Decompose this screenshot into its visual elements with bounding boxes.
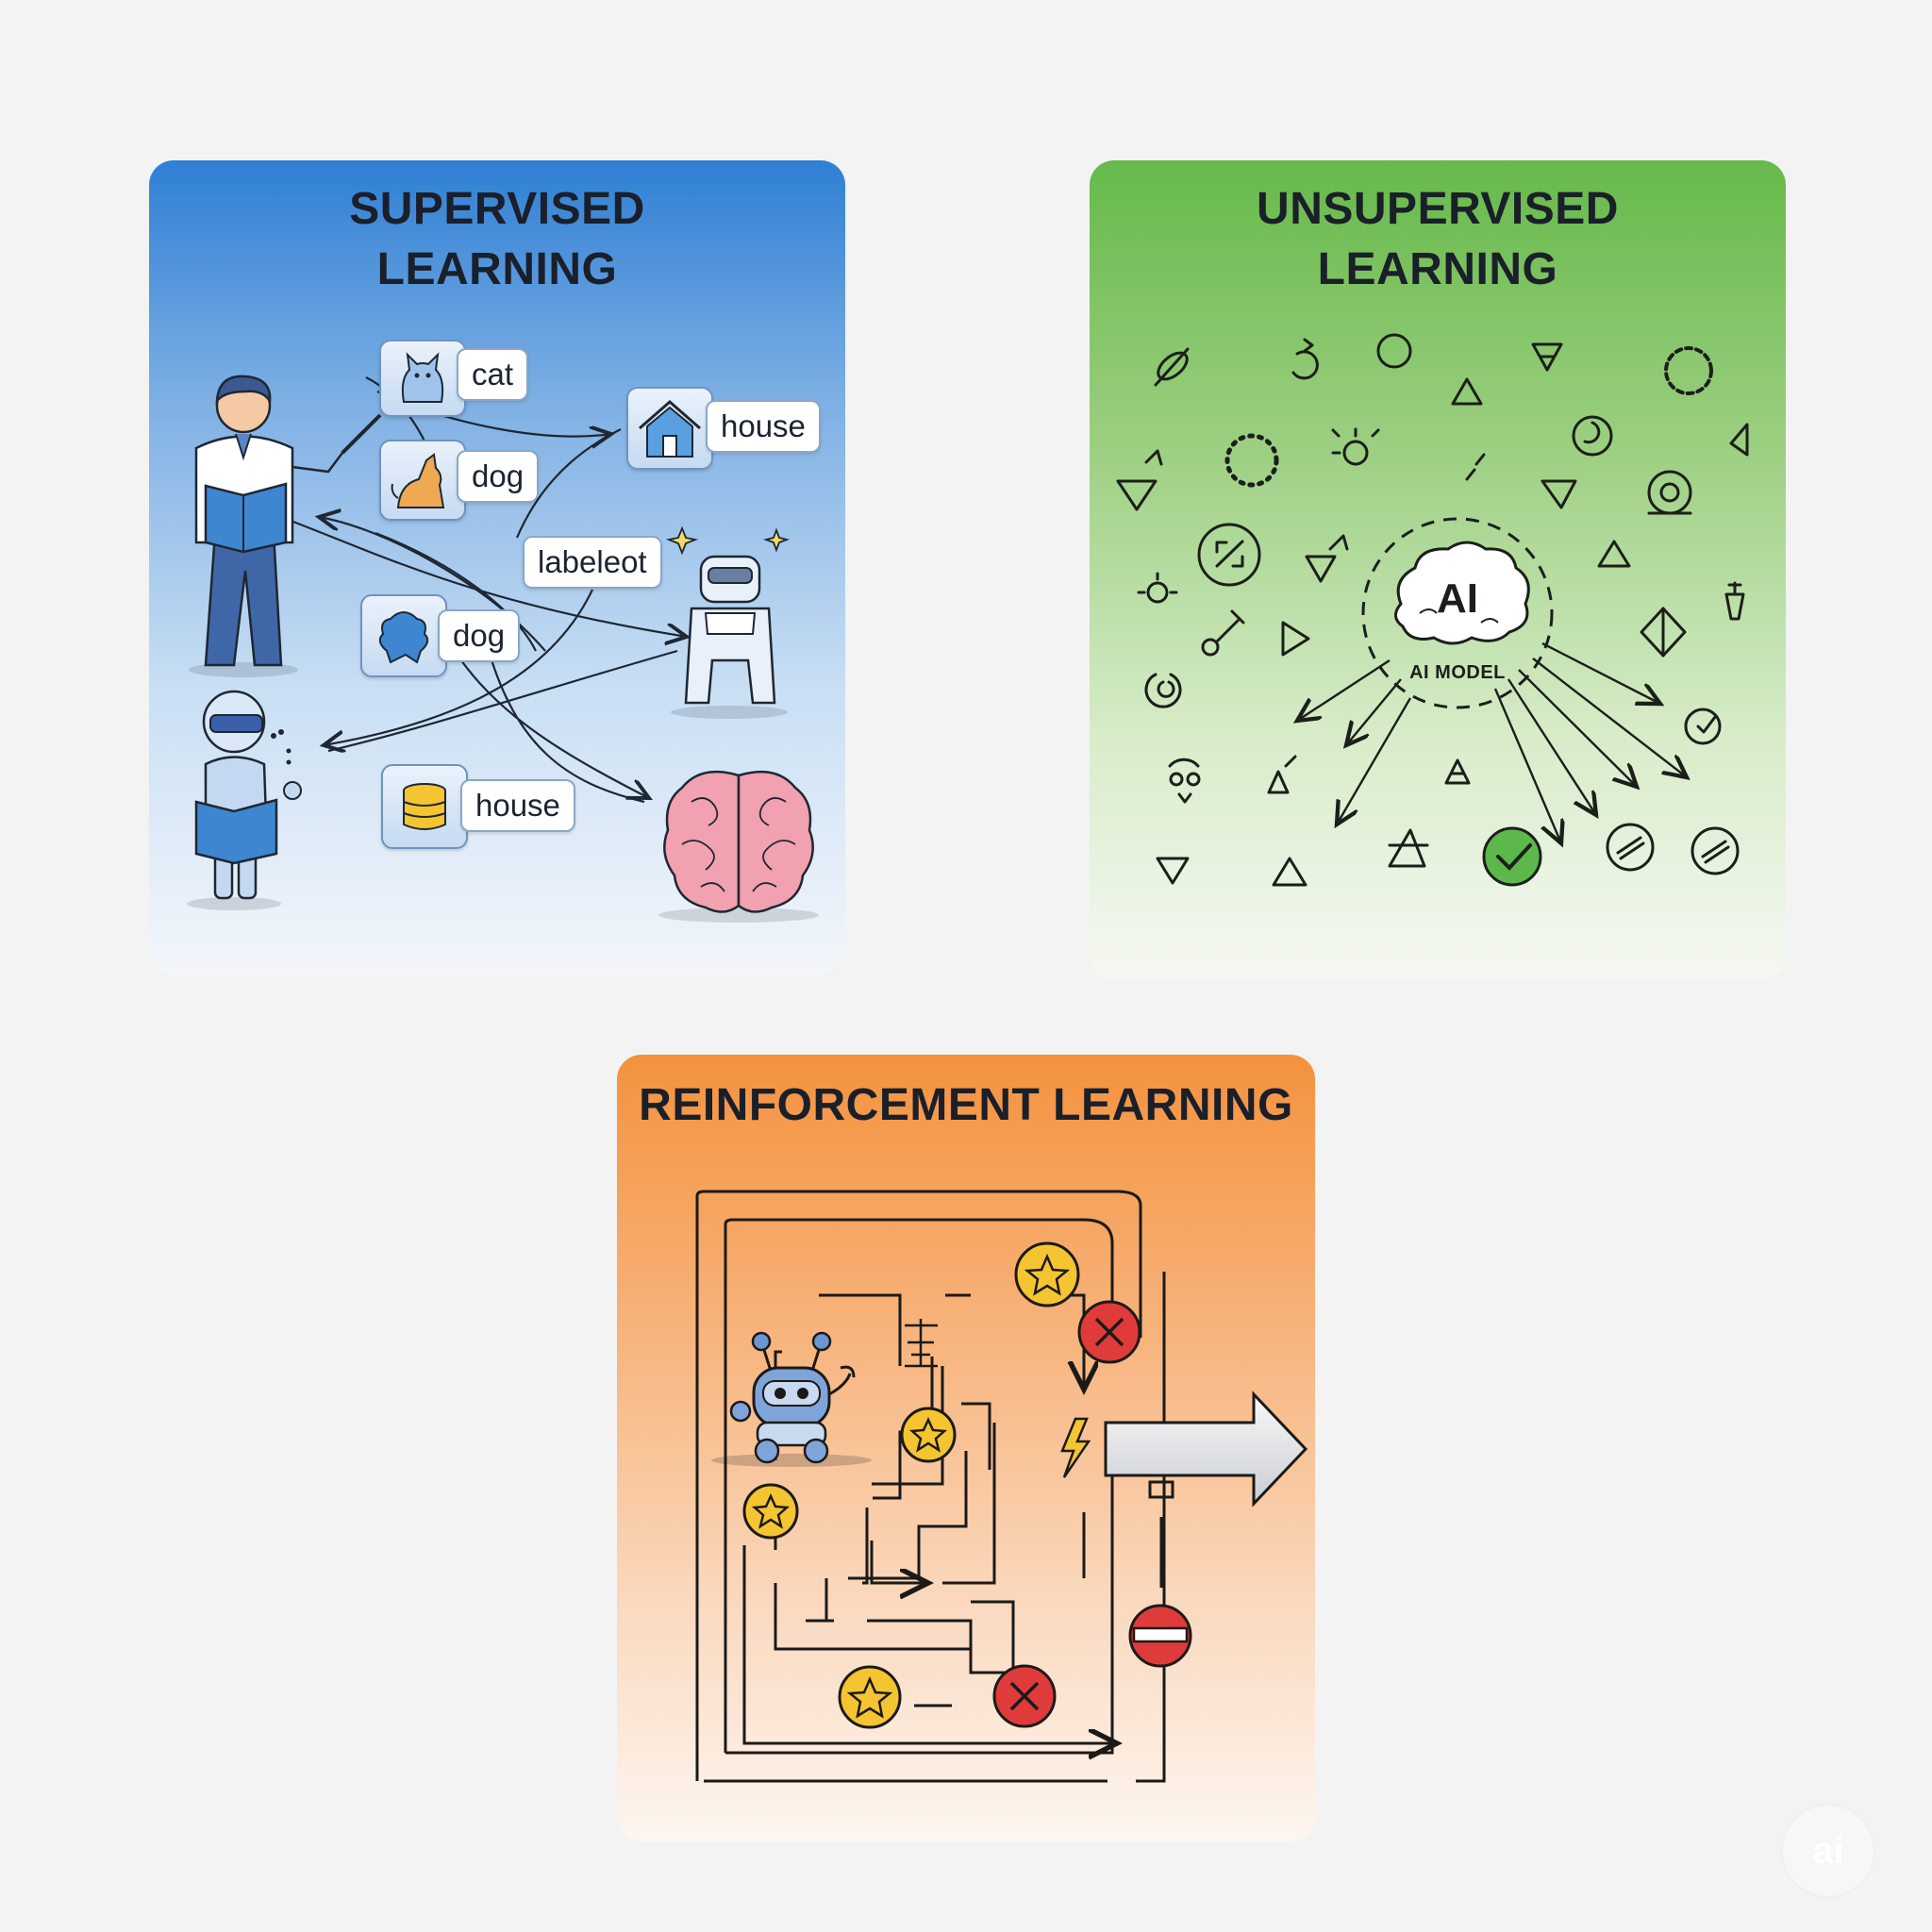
triangle-arrow-icon [1267, 755, 1297, 794]
ai-model-caption: AI MODEL [1409, 662, 1506, 683]
dog-icon [391, 453, 445, 508]
lines-circle-icon [1606, 823, 1655, 872]
lines-circle-icon [1690, 826, 1740, 875]
watermark-logo: ai [1783, 1806, 1874, 1896]
link-icon [1465, 453, 1486, 481]
title-line-1: UNSUPERVISED [1257, 184, 1619, 234]
dashed-ring-icon [1664, 346, 1713, 395]
robot-icon [187, 690, 302, 910]
star-coin-icon [742, 1483, 799, 1540]
cup-icon [1724, 581, 1745, 621]
star-coin-icon [1014, 1241, 1080, 1307]
play-triangle-icon [1281, 621, 1310, 657]
unsupervised-illustration [1116, 333, 1749, 887]
panel-title: REINFORCEMENT LEARNING [617, 1075, 1315, 1136]
dog-tile-bottom [360, 594, 447, 677]
cat-tile [379, 340, 466, 417]
ai-model-node [1361, 517, 1554, 709]
triangle-icon [1729, 423, 1749, 457]
robot-icon [665, 525, 791, 719]
house-icon [639, 400, 701, 458]
supervised-illustration [187, 375, 819, 923]
swirl-icon [1291, 338, 1319, 380]
label-dog-top: dog [457, 450, 540, 503]
triangle-icon [1531, 342, 1563, 372]
triangle-icon [1272, 857, 1307, 887]
maze-illustration [695, 1190, 1308, 1783]
supervised-learning-panel: SUPERVISED LEARNING [149, 160, 845, 974]
target-icon [1647, 470, 1692, 515]
brain-icon [658, 770, 819, 923]
circle-icon [1376, 333, 1412, 369]
triangle-arrow-icon [1305, 534, 1349, 583]
model-output-arrows [1297, 641, 1687, 843]
stack-icon [403, 783, 446, 830]
dot-ring-icon [1224, 433, 1279, 488]
sun-icon [1331, 427, 1380, 466]
face-icon [1168, 758, 1201, 804]
label-labeleot: labeleot [523, 536, 662, 589]
target-check-icon [1684, 708, 1722, 745]
diamond-split-icon [1640, 607, 1687, 658]
sun-icon [1137, 572, 1178, 604]
cycle-icon [1144, 673, 1182, 708]
triangle-icon [1597, 540, 1631, 568]
panel-title: SUPERVISED LEARNING [149, 179, 845, 300]
reinforcement-learning-panel: REINFORCEMENT LEARNING [617, 1055, 1315, 1841]
cat-icon [401, 352, 444, 403]
label-house-bottom: house [460, 779, 575, 832]
dog-icon [378, 611, 429, 664]
robot-icon [711, 1331, 872, 1467]
dog-tile [379, 440, 466, 521]
title-line-2: LEARNING [1317, 244, 1558, 294]
x-coin-icon [1077, 1300, 1141, 1364]
triangle-icon [1388, 828, 1429, 868]
ai-brain-label: AI [1437, 575, 1478, 622]
label-house-top: house [706, 400, 821, 453]
star-coin-icon [900, 1407, 957, 1463]
triangle-icon [1541, 479, 1577, 509]
triangle-icon [1444, 758, 1471, 785]
house-tile [626, 387, 713, 470]
label-cat: cat [457, 348, 529, 401]
title-line-1: SUPERVISED [349, 184, 645, 234]
lightning-icon [1060, 1417, 1091, 1478]
arrow-right-icon [1104, 1391, 1308, 1507]
spiral-icon [1572, 415, 1613, 457]
title-line-2: LEARNING [376, 244, 618, 294]
star-coin-icon [838, 1665, 902, 1729]
pin-icon [1154, 347, 1190, 387]
stack-tile [381, 764, 468, 849]
x-coin-icon [992, 1664, 1057, 1728]
stop-icon [1128, 1604, 1192, 1668]
circle-slash-icon [1197, 523, 1261, 587]
scattered-data-points [1116, 333, 1749, 887]
label-dog-bottom: dog [438, 609, 521, 662]
signal-glyph [905, 1319, 938, 1368]
key-icon [1201, 609, 1245, 657]
triangle-icon [1451, 377, 1483, 406]
triangle-icon [1156, 857, 1190, 885]
unsupervised-learning-panel: UNSUPERVISED LEARNING [1090, 160, 1786, 979]
triangle-arrow-icon [1116, 449, 1163, 511]
panel-title: UNSUPERVISED LEARNING [1090, 179, 1786, 300]
teacher-icon [189, 375, 382, 677]
check-icon [1482, 826, 1542, 887]
title-line-1: REINFORCEMENT LEARNING [639, 1080, 1293, 1130]
